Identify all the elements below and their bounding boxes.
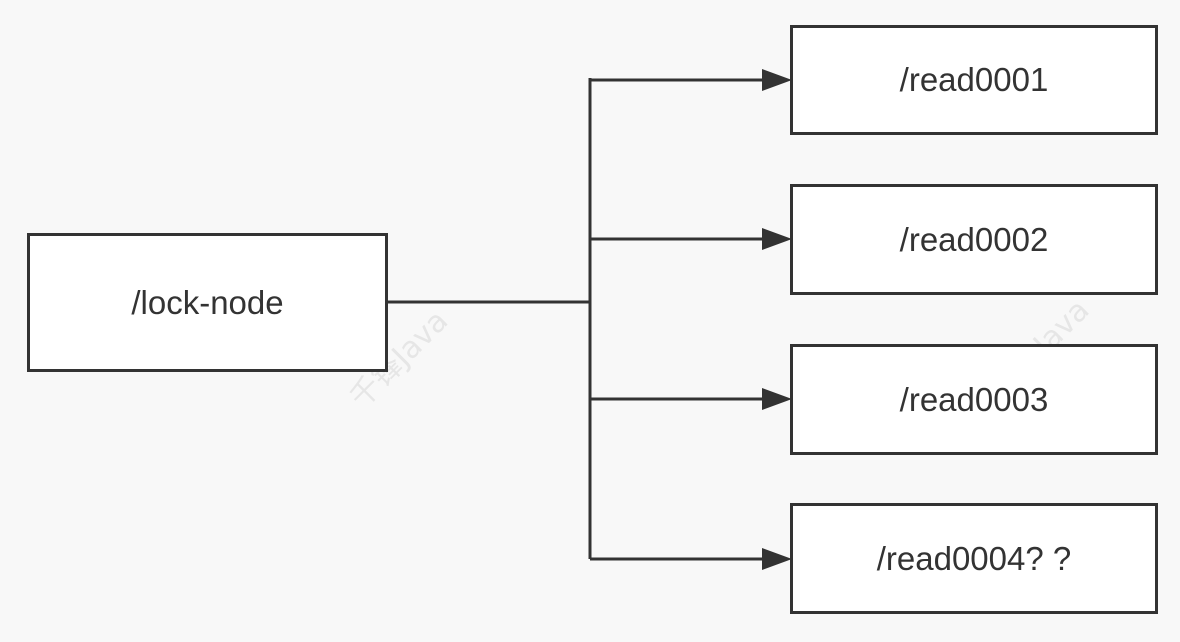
arrowhead-read0004	[762, 548, 792, 570]
arrowhead-read0002	[762, 228, 792, 250]
child-node-label: /read0003	[899, 380, 1049, 418]
child-node-read0004: /read0004? ?	[790, 503, 1158, 614]
child-node-read0001: /read0001	[790, 25, 1158, 135]
child-node-label: /read0004? ?	[876, 539, 1072, 577]
child-node-label: /read0001	[899, 61, 1049, 98]
arrowhead-read0001	[762, 69, 792, 91]
child-node-read0002: /read0002	[790, 184, 1158, 295]
child-node-read0003: /read0003	[790, 344, 1158, 455]
arrowhead-read0003	[762, 388, 792, 410]
child-node-label: /read0002	[899, 220, 1049, 258]
root-node-lock-node: /lock-node	[27, 233, 388, 372]
root-node-label: /lock-node	[131, 283, 284, 321]
